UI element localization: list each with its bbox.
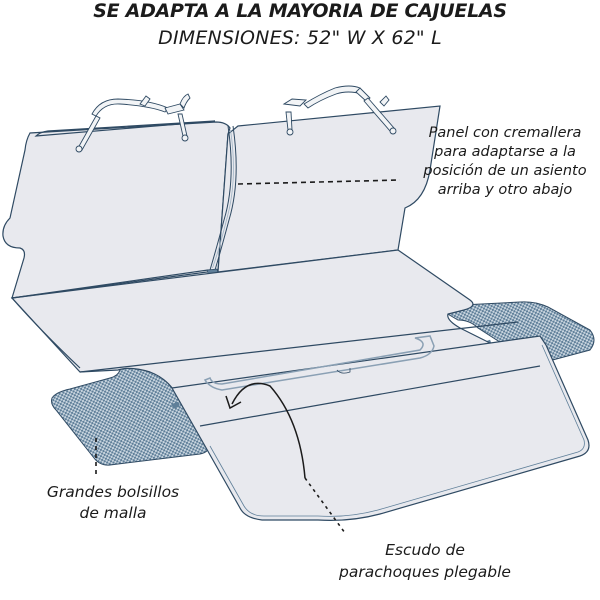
zipper-leader — [237, 179, 401, 185]
dimensions-subtitle: DIMENSIONES: 52" W X 62" L — [158, 27, 442, 49]
callout-mesh-pockets: Grandes bolsillos de malla — [38, 482, 188, 524]
callout-line: parachoques plegable — [339, 563, 511, 581]
leader-lines — [95, 179, 401, 534]
callout-line: Grandes bolsillos — [46, 483, 180, 501]
callout-line: Escudo de — [385, 541, 465, 559]
callout-bumper-shield: Escudo de parachoques plegable — [320, 539, 530, 583]
callout-line: Panel con cremallera — [428, 125, 582, 141]
back-panel — [2, 105, 441, 299]
headrest-strap-left — [75, 93, 191, 153]
bumper-shield — [171, 335, 590, 521]
mesh-pocket-left — [51, 366, 209, 466]
bumper-leader — [304, 477, 346, 534]
fold-arrow-icon — [231, 382, 306, 479]
callout-line: arriba y otro abajo — [437, 182, 573, 198]
page-title: SE ADAPTA A LA MAYORIA DE CAJUELAS — [93, 0, 507, 22]
headrest-strap-right — [282, 85, 397, 136]
callout-zipper-panel: Panel con cremallera para adaptarse a la… — [410, 124, 600, 200]
callout-line: de malla — [79, 504, 147, 522]
callout-line: para adaptarse a la — [434, 144, 576, 160]
callout-line: posición de un asiento — [423, 163, 587, 179]
